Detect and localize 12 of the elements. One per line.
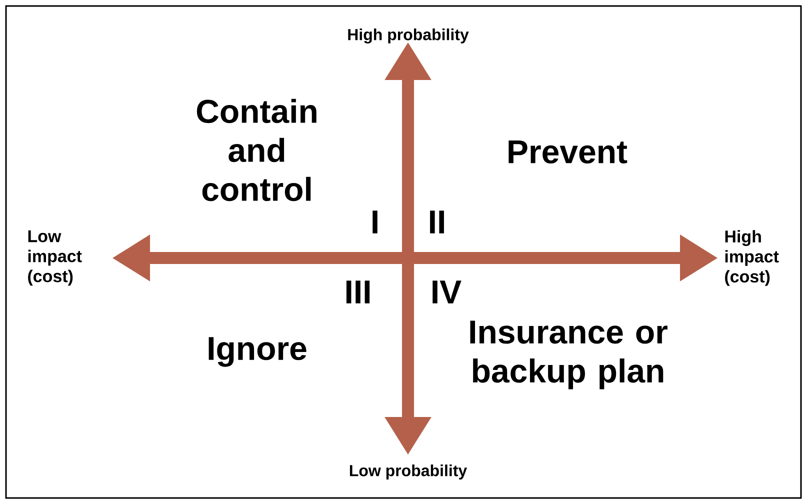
axis-label: High impact (cost) [725,230,779,286]
quadrant-number: I [372,210,378,234]
quadrant-number: III [346,280,370,304]
quadrant-number: IV [432,280,462,304]
axis-label: High probability [348,28,469,44]
axis-label: Low probability [350,464,468,480]
quadrant-label: Insurance or backup plan [470,320,668,390]
quadrant-number: II [430,210,444,234]
quadrant-label: Contain and control [196,98,316,202]
quadrant-label: Ignore [208,337,306,367]
quadrant-label: Prevent [508,140,628,164]
axis-label: Low impact (cost) [28,230,82,286]
